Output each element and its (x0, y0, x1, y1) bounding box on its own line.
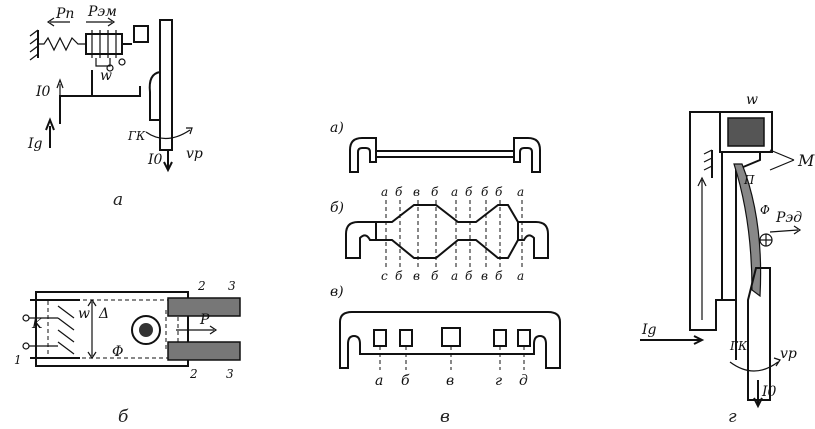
label-2-top: 2 (197, 279, 206, 293)
label-w-b: w (78, 306, 90, 322)
label-m: M (797, 151, 815, 170)
terminal-bottom (22, 342, 30, 350)
letter-b-bottom: в (481, 269, 488, 283)
letter-v: д (519, 373, 528, 389)
label-2-bottom: 2 (189, 367, 198, 381)
terminal-top (22, 314, 30, 322)
label-phi-b: Φ (112, 344, 123, 360)
label-pp: Pп (55, 6, 74, 22)
letter-b-top: б (465, 185, 473, 199)
plate-v-slot (441, 327, 461, 347)
letter-b-top: а (381, 185, 388, 199)
row-label-v: в) (330, 284, 344, 300)
magnetic-frame (35, 291, 189, 367)
conductor-frame (689, 120, 737, 360)
label-pem: Pэм (87, 4, 117, 20)
arc-plate-bottom (167, 341, 241, 361)
caption-b: б (118, 407, 129, 427)
arc-core (131, 315, 161, 345)
wall-hatching (29, 29, 39, 61)
label-i0-g: I0 (761, 384, 777, 400)
plate-a-right-horn (513, 137, 541, 173)
letter-b-top: б (495, 185, 503, 199)
panel-b-diagram: K w Δ Φ P 1 2 2 3 3 (14, 279, 241, 381)
row-label-a: а) (330, 120, 344, 136)
label-w: w (100, 68, 112, 84)
label-k: K (31, 316, 44, 332)
plate-b-left-horn (345, 221, 377, 259)
plate-v-slot (517, 329, 531, 347)
arc-runner (733, 163, 762, 298)
armature-block (133, 25, 149, 43)
flux-path-dashed (47, 299, 179, 359)
letter-v: в (446, 373, 454, 389)
letter-b-top: б (431, 185, 439, 199)
panel-v-diagram: а) б) а б в б а б б б (330, 120, 561, 389)
row-label-b: б) (330, 200, 344, 216)
return-spring (38, 36, 86, 52)
letter-b-bottom: б (495, 269, 503, 283)
label-phi-g: Φ (760, 203, 770, 217)
label-delta: Δ (98, 306, 109, 322)
plate-v-slot (399, 329, 413, 347)
coil-winding-loop (95, 58, 111, 67)
letter-b-bottom: а (517, 269, 524, 283)
plate-b-bottom-profile (376, 239, 519, 259)
arc-plate-top (167, 297, 241, 317)
letter-b-top: а (451, 185, 458, 199)
label-3-top: 3 (228, 279, 236, 293)
gk-arc-arrow (145, 129, 191, 140)
pzd-arrow (769, 229, 799, 233)
panel-g-diagram: w M П Φ Pэд Ig ГК vр I0 (640, 92, 815, 409)
label-p-b: P (199, 312, 210, 328)
caption-a: а (113, 190, 123, 210)
coil-w (727, 117, 765, 147)
conductor-left (59, 70, 93, 124)
label-vp: vр (186, 146, 203, 162)
letter-b-bottom: с (381, 269, 388, 283)
label-gk-g: ГК (729, 339, 748, 353)
letter-b-top: б (395, 185, 403, 199)
section-letters-b-top: а б в б а б б б а (381, 185, 524, 199)
letter-v: б (401, 373, 410, 389)
movable-contact (148, 71, 161, 121)
arc-center (139, 323, 153, 337)
letter-b-bottom: б (465, 269, 473, 283)
letter-b-bottom: в (413, 269, 420, 283)
label-w-g: w (746, 92, 758, 108)
panel-a-diagram: Pп Pэм w I0 Ig ГК vр I0 (27, 4, 203, 173)
plate-v-slot (493, 329, 507, 347)
letter-b-top: а (517, 185, 524, 199)
letter-b-bottom: б (431, 269, 439, 283)
label-p-g: П (743, 173, 755, 187)
letter-v: г (495, 373, 502, 389)
caption-g: г (728, 407, 737, 427)
plate-a-left-horn (349, 137, 377, 173)
label-ig: Ig (27, 136, 43, 152)
gk-arc-arrow-g (729, 361, 779, 372)
label-pzd: Pэд (775, 210, 802, 226)
caption-v: в (440, 407, 450, 427)
letter-b-bottom: а (451, 269, 458, 283)
plate-b-top-profile (376, 204, 519, 223)
label-ig-g: Ig (641, 322, 657, 338)
arc-chute-plate (159, 19, 173, 151)
section-letters-b-bottom: с б в б а б в б а (381, 269, 524, 283)
label-i0-left: I0 (35, 84, 51, 100)
letter-b-bottom: б (395, 269, 403, 283)
letter-b-top: в (413, 185, 420, 199)
label-3-bottom: 3 (226, 367, 234, 381)
section-lines-b (385, 200, 523, 268)
letter-b-top: б (481, 185, 489, 199)
label-i0-bottom: I0 (147, 152, 163, 168)
plate-v-slot (373, 329, 387, 347)
label-vp-g: vр (780, 346, 797, 362)
plate-v (339, 311, 561, 369)
label-gk: ГК (127, 129, 146, 143)
letter-v: а (375, 373, 383, 389)
label-1: 1 (14, 353, 22, 367)
